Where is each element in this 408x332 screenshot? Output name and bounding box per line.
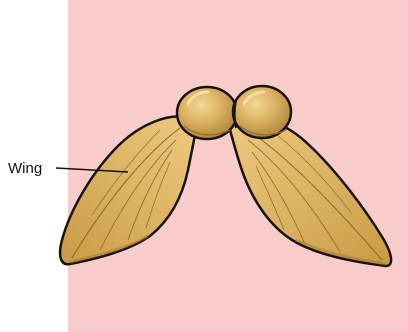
right-seed-nut [233, 86, 291, 138]
left-seed-nut [177, 87, 237, 139]
wing-label: Wing [8, 160, 42, 177]
